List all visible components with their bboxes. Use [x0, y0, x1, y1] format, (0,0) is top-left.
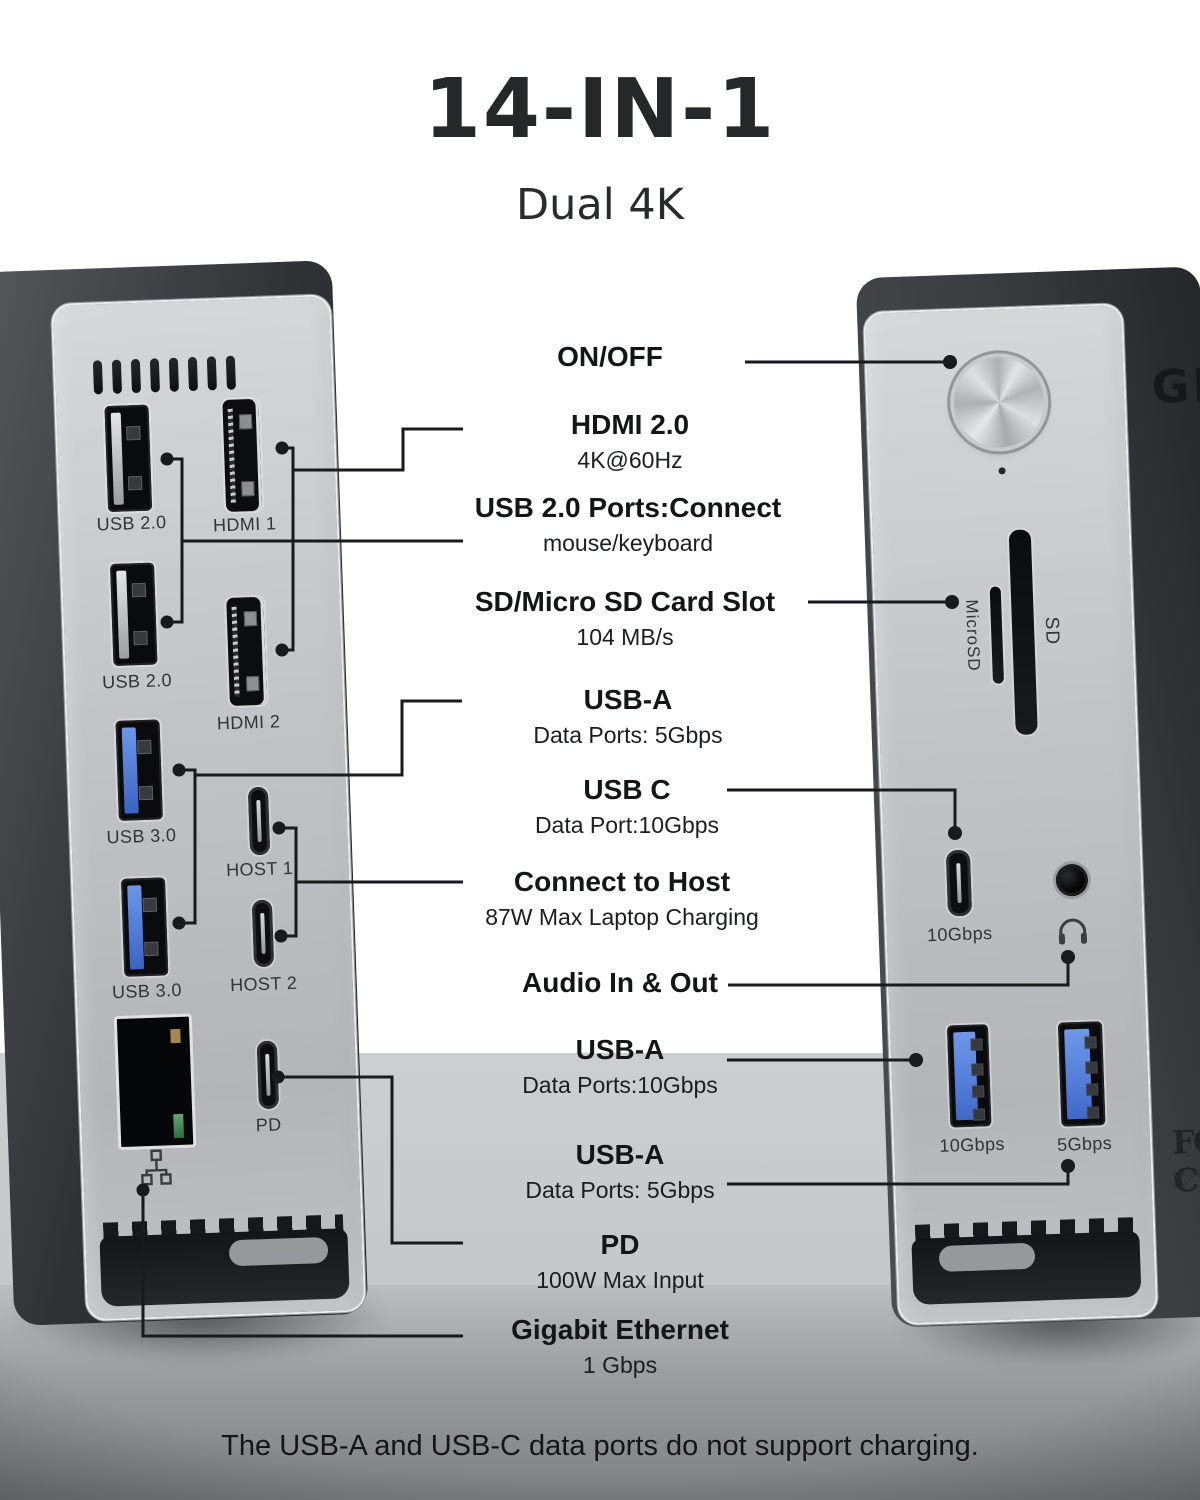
callout-on-off: ON/OFF: [557, 340, 663, 374]
ethernet-icon: [138, 1148, 173, 1192]
callout-sublabel: 87W Max Laptop Charging: [485, 904, 759, 930]
audio-jack: [1055, 863, 1089, 897]
usb3-port-1-label: USB 3.0: [106, 824, 177, 848]
callout-pd: PD 100W Max Input: [536, 1228, 703, 1295]
usb2-port-1-label: USB 2.0: [96, 512, 167, 535]
pd-port-label: PD: [255, 1114, 282, 1136]
host2-port-label: HOST 2: [229, 972, 298, 996]
usbc-data-port: [945, 849, 973, 917]
callout-label: USB C: [583, 774, 671, 805]
footnote: The USB-A and USB-C data ports do not su…: [221, 1430, 979, 1462]
usb2-port-2: [109, 562, 158, 666]
callout-usb2: USB 2.0 Ports:Connect mouse/keyboard: [475, 491, 782, 558]
usb2-port-2-label: USB 2.0: [101, 669, 173, 693]
host1-usbc-port: [247, 786, 271, 856]
hdmi1-port-label: HDMI 1: [212, 513, 277, 536]
callout-sublabel: 4K@60Hz: [577, 447, 683, 473]
usba-10g-port: [946, 1024, 992, 1128]
sd-slot-label: SD: [1040, 616, 1063, 646]
callout-label: ON/OFF: [557, 341, 663, 372]
ethernet-port: [113, 1013, 197, 1151]
callout-label: SD/Micro SD Card Slot: [474, 586, 776, 617]
host1-port-label: HOST 1: [225, 857, 294, 881]
callout-label: USB 2.0 Ports:Connect: [474, 492, 782, 523]
page-title: 14-IN-1: [423, 62, 777, 157]
usba-5g-port-label: 5Gbps: [1056, 1132, 1113, 1155]
callout-label: Connect to Host: [513, 866, 731, 897]
base-opening: [99, 1228, 350, 1307]
hdmi2-port: [226, 596, 267, 706]
vent-slots: [92, 355, 236, 395]
usb3-port-2: [120, 877, 169, 977]
callout-sublabel: 100W Max Input: [536, 1267, 704, 1293]
callout-usba-5g-left: USB-A Data Ports: 5Gbps: [533, 683, 722, 750]
callout-sublabel: Data Port:10Gbps: [534, 812, 720, 838]
callout-label: PD: [600, 1229, 640, 1260]
callout-hdmi: HDMI 2.0 4K@60Hz: [571, 408, 689, 475]
callout-ethernet: Gigabit Ethernet 1 Gbps: [511, 1313, 729, 1380]
usbc-data-port-label: 10Gbps: [926, 922, 993, 946]
made-in-text: MADE IN CH: [1173, 1168, 1200, 1190]
callout-sublabel: mouse/keyboard: [542, 530, 714, 556]
page-subtitle: Dual 4K: [516, 180, 684, 230]
brand-logo: GII: [1150, 357, 1200, 415]
callout-sublabel: Data Ports:10Gbps: [522, 1072, 718, 1098]
callout-label: USB-A: [575, 1139, 665, 1170]
host2-usbc-port: [251, 899, 275, 968]
usb3-port-2-label: USB 3.0: [111, 979, 183, 1003]
dock-right-view: GII FC C MADE IN CH MicroSD SD 10Gbps: [855, 266, 1200, 1328]
headphone-icon: [1054, 912, 1091, 954]
callout-sublabel: 1 Gbps: [582, 1352, 658, 1378]
callout-usb-c: USB C Data Port:10Gbps: [535, 773, 719, 840]
usb3-port-1: [115, 719, 163, 821]
hdmi1-port: [222, 398, 263, 512]
callout-sublabel: Data Ports: 5Gbps: [525, 1177, 715, 1203]
sd-slot: [1008, 529, 1038, 736]
callout-label: USB-A: [575, 1034, 665, 1065]
callout-label: Audio In & Out: [522, 967, 718, 998]
callout-usba-10g: USB-A Data Ports:10Gbps: [522, 1033, 718, 1100]
callout-label: Gigabit Ethernet: [511, 1314, 729, 1345]
callout-host: Connect to Host 87W Max Laptop Charging: [485, 865, 759, 932]
callout-sublabel: 104 MB/s: [576, 624, 674, 650]
dock-left-front-face: USB 2.0 HDMI 1 USB 2.0 HDMI 2 USB 3.0 HO…: [50, 294, 367, 1322]
dock-right-front-face: MicroSD SD 10Gbps 10Gbps: [862, 303, 1159, 1326]
callout-sublabel: Data Ports: 5Gbps: [533, 722, 723, 748]
callout-usba-5g-right: USB-A Data Ports: 5Gbps: [525, 1138, 714, 1205]
pd-usbc-port: [256, 1040, 280, 1110]
microsd-slot: [989, 586, 1005, 684]
power-button: [952, 355, 1046, 449]
power-led: [998, 467, 1006, 475]
usb2-port-1: [104, 404, 153, 513]
usba-10g-port-label: 10Gbps: [939, 1133, 1006, 1156]
callout-sd-card: SD/Micro SD Card Slot 104 MB/s: [475, 585, 775, 652]
hdmi2-port-label: HDMI 2: [216, 711, 281, 734]
dock-left-view: USB 2.0 HDMI 1 USB 2.0 HDMI 2 USB 3.0 HO…: [0, 260, 369, 1326]
callout-label: USB-A: [583, 684, 673, 715]
microsd-slot-label: MicroSD: [962, 599, 984, 673]
usba-5g-port: [1057, 1021, 1106, 1127]
callout-label: HDMI 2.0: [570, 409, 690, 440]
base-opening: [911, 1231, 1142, 1305]
callout-audio: Audio In & Out: [522, 966, 718, 1000]
